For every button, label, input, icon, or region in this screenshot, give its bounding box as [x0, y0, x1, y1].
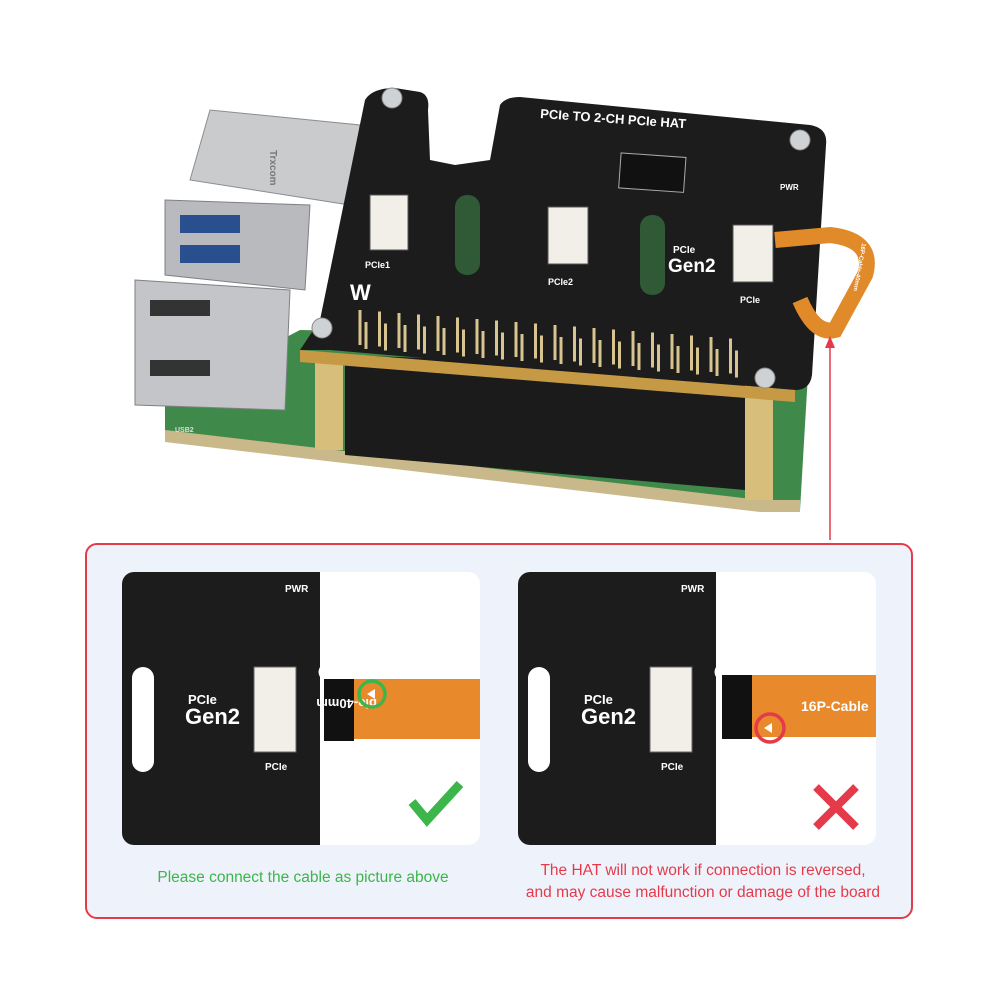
- gen-label-small: PCIe: [188, 692, 217, 707]
- wrong-caption-line1: The HAT will not work if connection is r…: [540, 862, 866, 879]
- ribbon-cable: [774, 226, 875, 339]
- usb-ports: USB2: [134, 199, 311, 434]
- pwr-label: PWR: [285, 584, 309, 595]
- gpio-pins: [358, 310, 738, 378]
- checkmark-icon: [408, 780, 464, 827]
- connector-label-pcie2: PCIe2: [548, 277, 573, 287]
- ribbon-cable: [752, 675, 876, 737]
- arrow-up-icon: [825, 336, 835, 348]
- gen-label-small: PCIe: [673, 245, 696, 256]
- connector-label: PCIe: [661, 762, 684, 773]
- wrong-example-card: PCIe Gen2 PCIe PWR 16P-Cable: [518, 572, 876, 845]
- correct-example-card: PCIe Gen2 PCIe PWR ble-40mm: [122, 572, 480, 845]
- pwr-label: PWR: [780, 183, 799, 192]
- highlight-circle-bad: [754, 712, 786, 744]
- product-photo: Trxcom USB2 PCIe TO 2-CH PCIe HAT PCIe1 …: [134, 87, 875, 540]
- usb-label: USB2: [175, 427, 194, 434]
- connector-label: PCIe: [265, 762, 288, 773]
- gen-label-big: Gen2: [668, 256, 716, 277]
- highlight-circle-ok: [357, 679, 387, 709]
- ethernet-port: Trxcom: [189, 109, 361, 206]
- correct-caption: Please connect the cable as picture abov…: [157, 869, 449, 886]
- cross-icon: [813, 784, 859, 830]
- ethernet-label: Trxcom: [267, 150, 278, 186]
- gen-label-big: Gen2: [185, 704, 240, 729]
- gen-label-small: PCIe: [584, 692, 613, 707]
- connector-label-pcie1: PCIe1: [365, 260, 390, 270]
- wrong-caption-line2: and may cause malfunction or damage of t…: [525, 884, 881, 901]
- cable-text: 16P-Cable: [801, 698, 869, 714]
- pwr-label: PWR: [681, 584, 705, 595]
- waveshare-logo: W: [350, 280, 371, 305]
- connector-label-pcie: PCIe: [740, 295, 760, 305]
- gen-label-big: Gen2: [581, 704, 636, 729]
- wrong-caption: The HAT will not work if connection is r…: [503, 860, 903, 904]
- pcie-hat-board: PCIe TO 2-CH PCIe HAT PCIe1 PCIe2 PCIe P…: [300, 87, 827, 402]
- cable-text: ble-40mm: [316, 696, 377, 711]
